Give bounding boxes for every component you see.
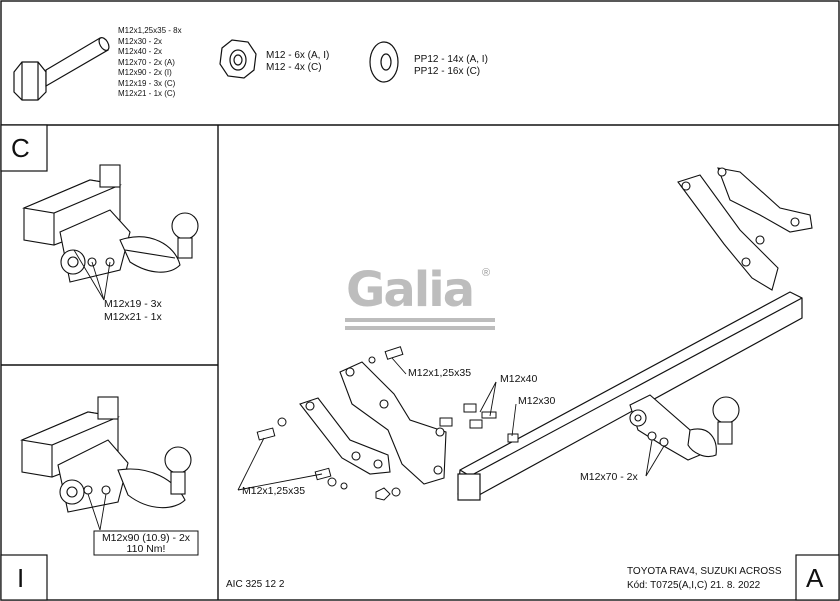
callout-m12x125x35-bottom: M12x1,25x35 [242, 485, 306, 497]
logo-registered-mark: ® [482, 267, 491, 279]
bolt-spec-list: M12x1,25x35 - 8x M12x30 - 2x M12x40 - 2x… [118, 26, 182, 100]
bolt-spec-2: M12x30 - 2x [118, 36, 163, 46]
nut-spec-2: M12 - 4x (C) [266, 62, 322, 73]
right-bracket [677, 167, 813, 291]
bolt-spec-6: M12x19 - 3x (C) [118, 78, 176, 88]
bolt-spec-1: M12x1,25x35 - 8x [118, 26, 182, 35]
panel-c-leaders [73, 249, 111, 301]
bolt-spec-5: M12x90 - 2x (I) [118, 68, 172, 77]
logo-underline-2 [345, 326, 495, 330]
nut-icon [219, 39, 257, 79]
letter-box-a [795, 554, 840, 601]
bolt-spec-7: M12x21 - 1x (C) [118, 89, 176, 98]
washer-icon [369, 41, 399, 83]
letter-box-c [0, 124, 48, 172]
panel-i-label-box [93, 530, 199, 556]
callout-m12x30: M12x30 [518, 395, 556, 407]
panel-letter-a: A [806, 563, 824, 593]
panel-c-hitch [22, 164, 199, 283]
panel-letter-i: I [17, 563, 25, 593]
kod-date: Kód: T0725(A,I,C) 21. 8. 2022 [627, 580, 761, 591]
nut-spec-1: M12 - 6x (A, I) [266, 50, 330, 61]
callout-m12x40: M12x40 [500, 373, 538, 385]
washer-spec-1: PP12 - 14x (A, I) [414, 54, 488, 65]
panel-i-leaders [87, 493, 107, 531]
panel-c-labels: M12x19 - 3x M12x21 - 1x [104, 298, 162, 324]
panel-i-label: M12x90 (10.9) - 2x 110 Nm! [96, 533, 196, 555]
panel-i-hitch [20, 396, 192, 513]
main-bolts [256, 346, 519, 501]
bolt-icon [13, 37, 110, 101]
bolt-spec-3: M12x40 - 2x [118, 47, 163, 56]
main-leaders [237, 357, 665, 491]
panel-i-label-line2: 110 Nm! [126, 543, 166, 555]
bolt-spec-4: M12x70 - 2x (A) [118, 57, 175, 67]
vehicle-model: TOYOTA RAV4, SUZUKI ACROSS [627, 566, 782, 577]
callout-m12x125x35-top: M12x1,25x35 [408, 367, 472, 379]
panel-i-label-line1: M12x90 (10.9) - 2x [101, 532, 191, 544]
callout-m12x70: M12x70 - 2x [580, 471, 638, 483]
letter-box-i [0, 554, 48, 601]
washer-spec-list: PP12 - 14x (A, I) PP12 - 16x (C) [414, 54, 488, 78]
main-ball-hitch [629, 394, 740, 461]
logo-underline [345, 318, 495, 322]
main-crossbar [457, 291, 803, 501]
panel-c-label-1: M12x19 - 3x [104, 298, 162, 310]
left-bracket [299, 361, 447, 485]
panel-c-label-2: M12x21 - 1x [104, 311, 162, 323]
drawing-code: AIC 325 12 2 [226, 579, 285, 590]
washer-spec-2: PP12 - 16x (C) [414, 66, 481, 77]
galia-logo: Galia [346, 262, 475, 318]
nut-spec-list: M12 - 6x (A, I) M12 - 4x (C) [266, 50, 329, 74]
panel-letter-c: C [11, 133, 30, 163]
